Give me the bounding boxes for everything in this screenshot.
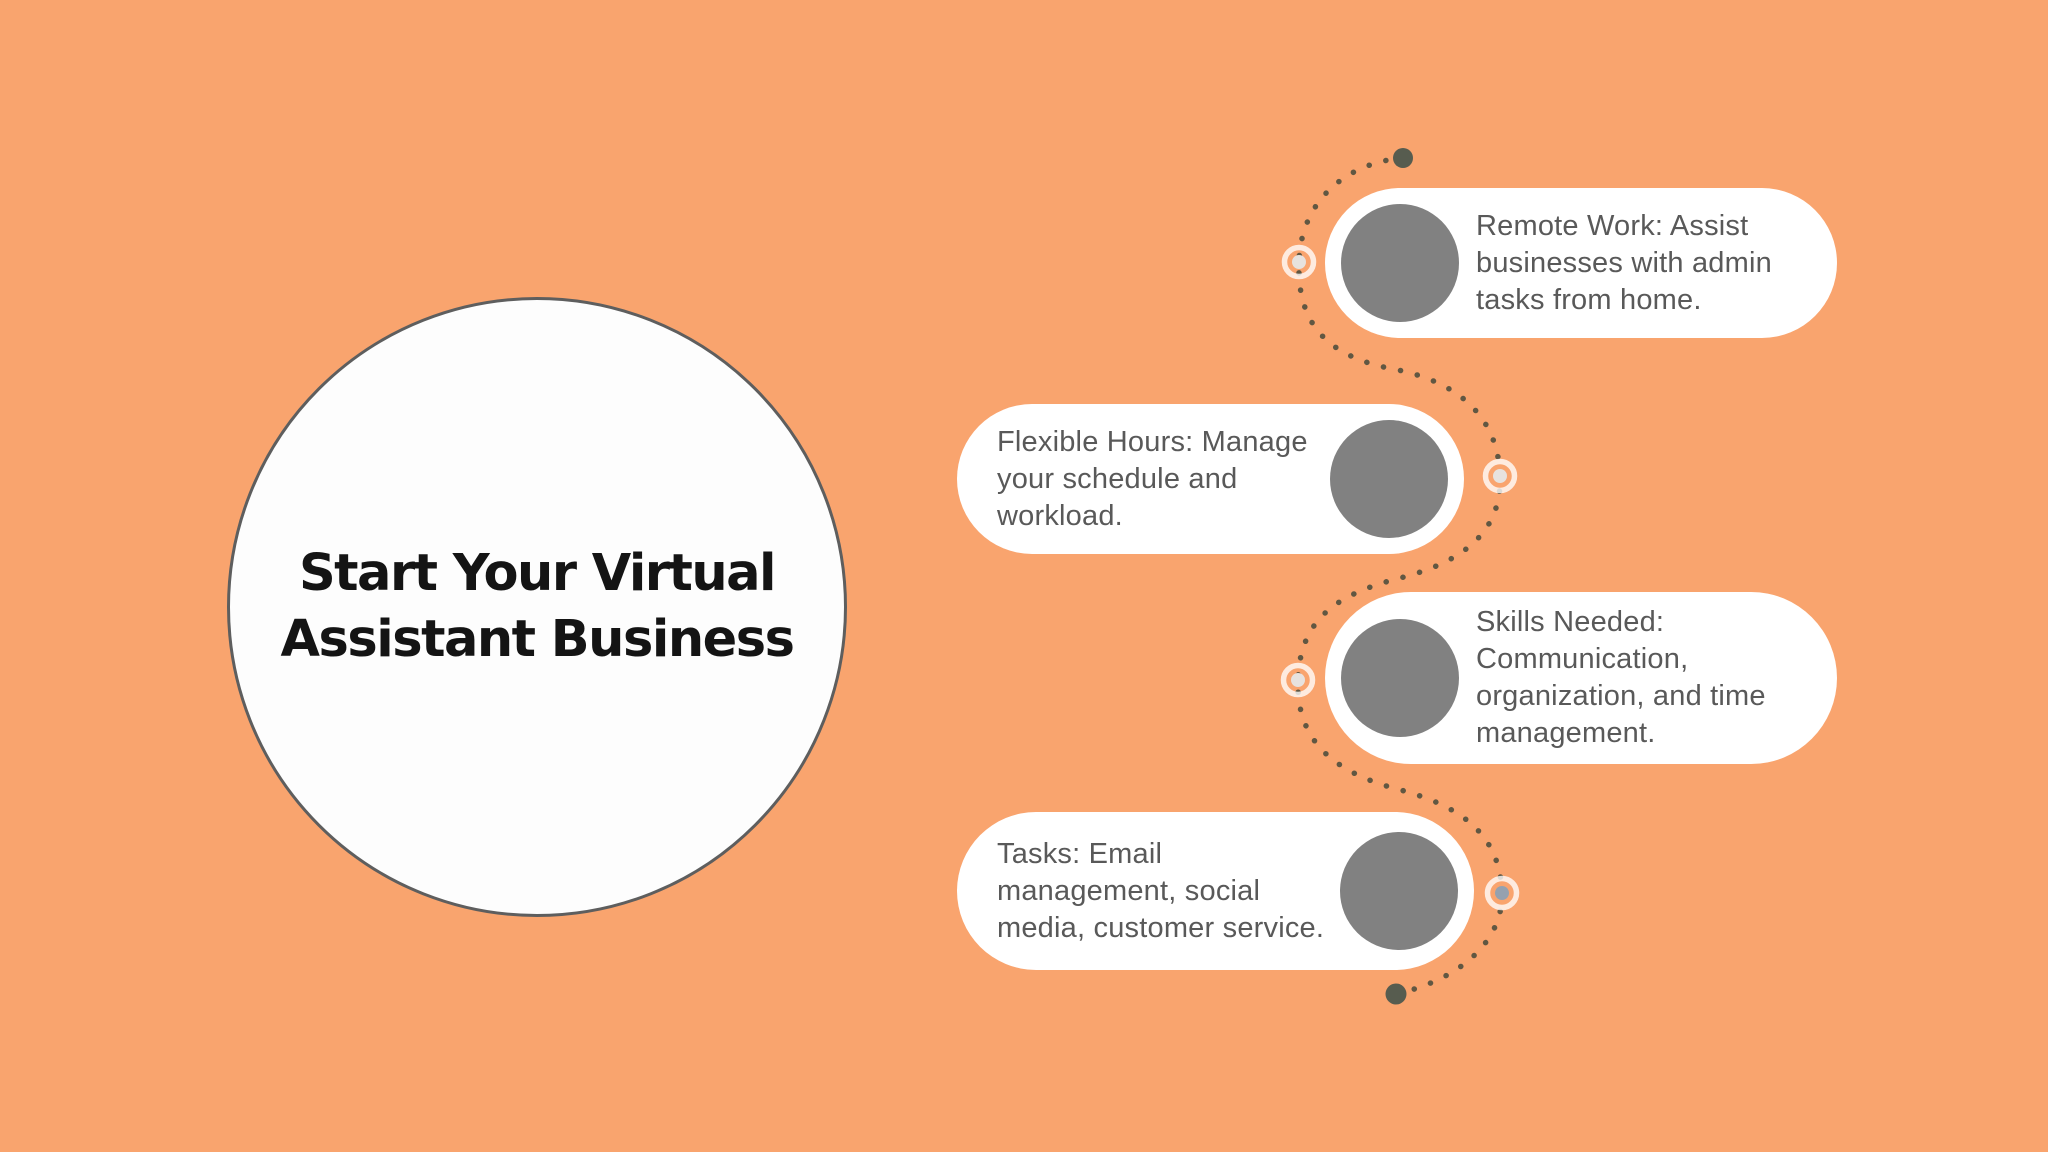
step-card-remote-work: Remote Work: Assist businesses with admi… — [1325, 188, 1837, 338]
page-title-line-2: Assistant Business — [280, 610, 795, 669]
page-title-line-1: Start Your Virtual — [298, 544, 777, 603]
bullseye-marker-3 — [1280, 662, 1316, 698]
step-card-skills-needed: Skills Needed: Communication, organizati… — [1325, 592, 1837, 764]
step-1-line-3: tasks from home. — [1476, 283, 1702, 316]
step-2-text: Flexible Hours: Manage your schedule and… — [997, 424, 1308, 535]
step-3-icon-circle — [1341, 619, 1459, 737]
title-circle: Start Your Virtual Assistant Business — [227, 297, 847, 917]
timeline-start-dot — [1393, 148, 1413, 168]
step-3-text: Skills Needed: Communication, organizati… — [1476, 604, 1766, 752]
step-1-icon-circle — [1341, 204, 1459, 322]
step-3-line-3: organization, and time — [1476, 680, 1766, 712]
step-4-text: Tasks: Email management, social media, c… — [997, 836, 1324, 947]
step-2-icon-circle — [1330, 420, 1448, 538]
step-2-line-1: Flexible Hours: Manage — [997, 425, 1308, 458]
timeline-dotted-curve — [1295, 155, 1505, 997]
step-4-line-1: Tasks: Email — [997, 837, 1163, 870]
step-2-line-3: workload. — [997, 499, 1123, 532]
step-3-line-4: management. — [1476, 717, 1656, 749]
bullseye-marker-2 — [1482, 458, 1518, 494]
bullseye-marker-1 — [1281, 244, 1317, 280]
step-1-line-2: businesses with admin — [1476, 246, 1772, 279]
step-2-line-2: your schedule and — [997, 462, 1238, 495]
step-1-line-1: Remote Work: Assist — [1476, 209, 1749, 242]
step-4-line-2: management, social — [997, 874, 1261, 907]
step-4-line-3: media, customer service. — [997, 911, 1325, 944]
step-card-flexible-hours: Flexible Hours: Manage your schedule and… — [957, 404, 1464, 554]
step-3-line-1: Skills Needed: — [1476, 606, 1665, 638]
page-title: Start Your Virtual Assistant Business — [280, 541, 795, 673]
step-4-icon-circle — [1340, 832, 1458, 950]
step-1-text: Remote Work: Assist businesses with admi… — [1476, 208, 1772, 319]
step-3-line-2: Communication, — [1476, 643, 1689, 675]
step-card-tasks: Tasks: Email management, social media, c… — [957, 812, 1474, 970]
bullseye-marker-4 — [1484, 875, 1520, 911]
timeline-end-dot — [1385, 983, 1407, 1005]
